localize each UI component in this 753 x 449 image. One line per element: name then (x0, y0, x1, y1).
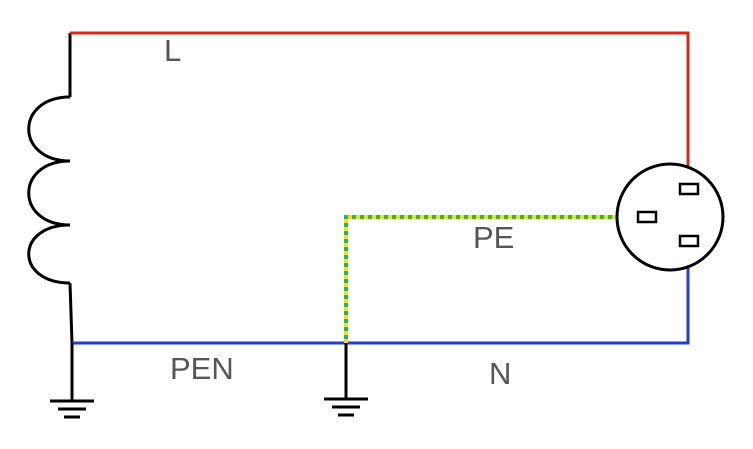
socket-body (615, 162, 725, 272)
socket-pin-line (678, 182, 700, 196)
label-neutral: N (489, 356, 511, 391)
label-protective-earth: PE (473, 220, 514, 255)
neutral-wire-pen-n (72, 242, 690, 345)
earth-ground-1-icon (50, 343, 94, 419)
coil-windings (27, 95, 71, 285)
earth-ground-2-icon (324, 343, 368, 417)
line-wire-l (70, 31, 690, 190)
transformer-coil-icon (27, 33, 74, 344)
socket-pin-neutral (678, 234, 700, 248)
coil-bottom-lead (68, 282, 74, 344)
label-pen: PEN (170, 351, 234, 386)
socket-pin-earth (636, 210, 658, 224)
protective-earth-wire (344, 215, 643, 343)
label-line: L (164, 33, 181, 68)
socket-outlet-icon (615, 162, 725, 272)
